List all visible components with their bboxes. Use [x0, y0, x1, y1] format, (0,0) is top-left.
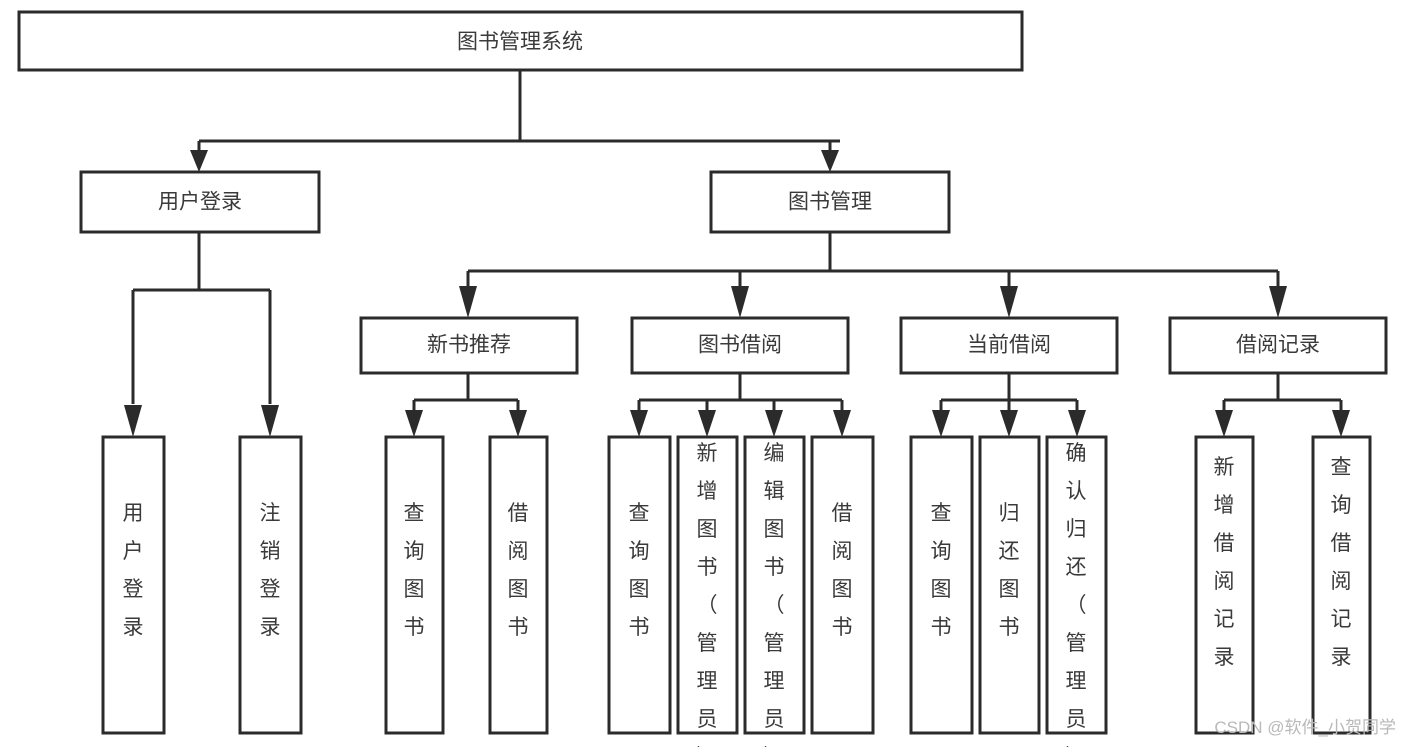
node-leaf-query-record-label: 查询借阅记录: [1331, 456, 1352, 669]
node-leaf-borrow-book-1[interactable]: 借阅图书: [488, 435, 549, 735]
node-current-borrow-label: 当前借阅: [967, 334, 1051, 357]
node-book-borrow[interactable]: 图书借阅: [630, 316, 850, 375]
node-user-login-box[interactable]: [79, 170, 321, 234]
node-book-manage-label: 图书管理: [788, 191, 872, 214]
node-leaf-borrow-book-2-label: 借阅图书: [832, 502, 853, 639]
node-leaf-query-book-2-box[interactable]: [607, 435, 672, 735]
node-leaf-user-login-box[interactable]: [101, 435, 166, 735]
node-leaf-user-login-label: 用户登录: [123, 502, 144, 639]
node-leaf-user-login[interactable]: 用户登录: [101, 435, 166, 735]
node-leaf-return-book-box[interactable]: [978, 435, 1041, 735]
arrow-head-leaf-borrow-book-1: [509, 410, 527, 437]
node-leaf-query-book-1[interactable]: 查询图书: [384, 435, 445, 735]
node-borrow-record-box[interactable]: [1168, 316, 1388, 375]
arrow-head-leaf-query-book-1: [405, 410, 423, 437]
node-leaf-query-book-3-box[interactable]: [909, 435, 974, 735]
node-leaf-edit-book-box[interactable]: [743, 435, 806, 735]
node-root[interactable]: 图书管理系统: [17, 10, 1024, 72]
node-leaf-add-record[interactable]: 新增借阅记录: [1194, 435, 1255, 735]
node-user-login[interactable]: 用户登录: [79, 170, 321, 234]
arrow-head-new-book-rec: [459, 286, 477, 318]
node-leaf-confirm-return[interactable]: 确认归还（管理员）: [1045, 435, 1108, 747]
node-borrow-record-label: 借阅记录: [1236, 334, 1320, 357]
arrow-head-user-login: [190, 150, 208, 172]
node-leaf-add-book[interactable]: 新增图书（管理员）: [676, 435, 739, 747]
node-leaf-return-book[interactable]: 归还图书: [978, 435, 1041, 735]
node-leaf-confirm-return-box[interactable]: [1045, 435, 1108, 735]
node-leaf-edit-book[interactable]: 编辑图书（管理员）: [743, 435, 806, 747]
arrow-head-leaf-user-logout: [261, 405, 279, 437]
node-book-borrow-label: 图书借阅: [698, 334, 782, 357]
node-new-book-rec-label: 新书推荐: [427, 334, 511, 357]
node-leaf-query-book-3-label: 查询图书: [931, 502, 952, 639]
node-leaf-query-record-box[interactable]: [1311, 435, 1372, 735]
node-leaf-add-record-box[interactable]: [1194, 435, 1255, 735]
arrow-head-leaf-edit-book: [765, 410, 783, 437]
node-leaf-add-record-label: 新增借阅记录: [1214, 456, 1235, 669]
node-book-borrow-box[interactable]: [630, 316, 850, 375]
node-leaf-return-book-label: 归还图书: [999, 502, 1020, 639]
node-leaf-borrow-book-2-box[interactable]: [810, 435, 875, 735]
arrow-head-leaf-query-book-2: [630, 410, 648, 437]
node-leaf-borrow-book-2[interactable]: 借阅图书: [810, 435, 875, 735]
node-new-book-rec[interactable]: 新书推荐: [359, 316, 579, 375]
csdn-watermark: CSDN @软件_小贺同学: [1214, 718, 1396, 737]
node-root-label: 图书管理系统: [457, 31, 583, 54]
node-root-box[interactable]: [17, 10, 1024, 72]
node-leaf-user-logout-box[interactable]: [238, 435, 303, 735]
arrow-head-book-borrow: [731, 286, 749, 318]
node-leaf-add-book-box[interactable]: [676, 435, 739, 735]
node-leaf-edit-book-label: 编辑图书（管理员）: [764, 442, 785, 747]
arrow-head-leaf-user-login: [124, 405, 142, 437]
node-leaf-query-book-3[interactable]: 查询图书: [909, 435, 974, 735]
node-leaf-add-book-label: 新增图书（管理员）: [697, 442, 718, 747]
node-leaf-query-record[interactable]: 查询借阅记录: [1311, 435, 1372, 735]
arrow-head-leaf-return-book: [1000, 410, 1018, 437]
node-leaf-query-book-1-box[interactable]: [384, 435, 445, 735]
node-leaf-borrow-book-1-label: 借阅图书: [508, 502, 529, 639]
node-current-borrow[interactable]: 当前借阅: [899, 316, 1119, 375]
arrow-head-leaf-borrow-book-2: [833, 410, 851, 437]
node-user-login-label: 用户登录: [158, 191, 242, 214]
arrow-head-book-manage: [821, 150, 839, 172]
node-leaf-query-book-2-label: 查询图书: [629, 502, 650, 639]
node-leaf-user-logout[interactable]: 注销登录: [238, 435, 303, 735]
arrow-head-leaf-add-book: [698, 410, 716, 437]
node-leaf-confirm-return-label: 确认归还（管理员）: [1066, 442, 1087, 747]
node-new-book-rec-box[interactable]: [359, 316, 579, 375]
node-book-manage-box[interactable]: [709, 170, 951, 234]
arrow-head-borrow-record: [1269, 286, 1287, 318]
arrow-head-leaf-query-record: [1332, 410, 1350, 437]
arrow-head-leaf-query-book-3: [932, 410, 950, 437]
node-current-borrow-box[interactable]: [899, 316, 1119, 375]
node-borrow-record[interactable]: 借阅记录: [1168, 316, 1388, 375]
node-book-manage[interactable]: 图书管理: [709, 170, 951, 234]
arrow-head-current-borrow: [1000, 286, 1018, 318]
connector-layer: [124, 70, 1350, 437]
arrow-head-leaf-add-record: [1215, 410, 1233, 437]
arrow-head-leaf-confirm-return: [1068, 410, 1086, 437]
node-leaf-query-book-2[interactable]: 查询图书: [607, 435, 672, 735]
node-leaf-borrow-book-1-box[interactable]: [488, 435, 549, 735]
node-leaf-user-logout-label: 注销登录: [260, 502, 281, 639]
node-leaf-query-book-1-label: 查询图书: [404, 502, 425, 639]
